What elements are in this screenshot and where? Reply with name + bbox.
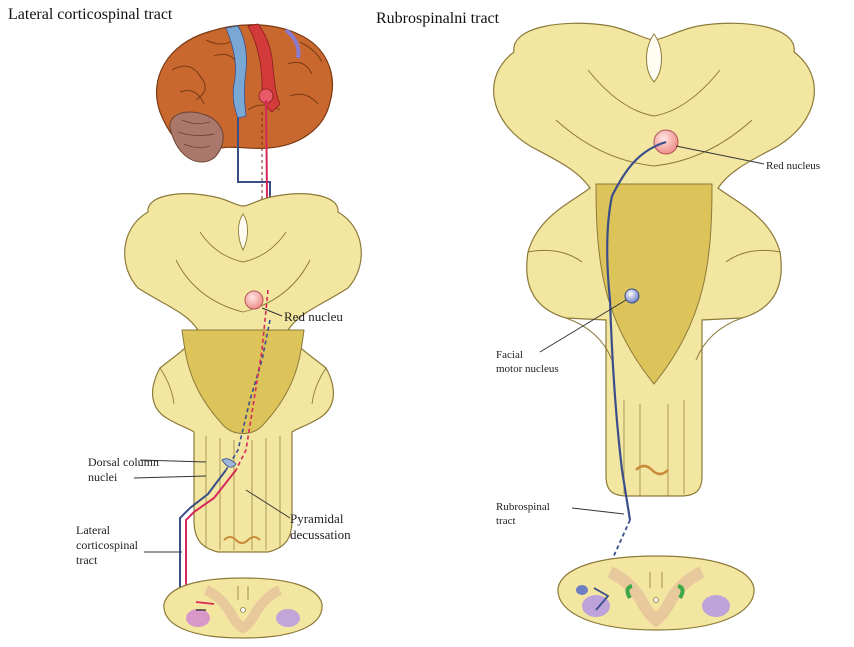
- facial-motor-nucleus-label-line2: motor nucleus: [496, 363, 559, 375]
- rubrospinal-tract-label-line2: tract: [496, 515, 516, 527]
- right-brainstem: [494, 23, 815, 496]
- right-spinal-cord: [558, 556, 754, 630]
- brain-illustration: [157, 24, 333, 162]
- right-red-nucleus-label: Red nucleus: [766, 160, 820, 172]
- left-red-nucleus: [245, 291, 263, 309]
- pyramidal-decussation-label-line2: decussation: [290, 527, 351, 542]
- facial-motor-nucleus: [625, 289, 639, 303]
- left-spinal-cord: [164, 578, 322, 638]
- lateral-corticospinal-label-line3: tract: [76, 553, 98, 567]
- left-brainstem: [125, 194, 362, 552]
- rubrospinal-tract-label-line1: Rubrospinal: [496, 501, 550, 513]
- left-red-nucleus-label: Red nucleu: [284, 309, 343, 324]
- lateral-corticospinal-label-line1: Lateral: [76, 523, 111, 537]
- dorsal-column-label-line1: Dorsal column: [88, 455, 159, 469]
- pyramidal-decussation-label-line1: Pyramidal: [290, 511, 344, 526]
- left-panel: [125, 24, 362, 638]
- lateral-corticospinal-label-line2: corticospinal: [76, 538, 139, 552]
- dorsal-column-label-line2: nuclei: [88, 470, 118, 484]
- facial-motor-nucleus-label-line1: Facial: [496, 349, 523, 361]
- right-panel: [494, 23, 815, 630]
